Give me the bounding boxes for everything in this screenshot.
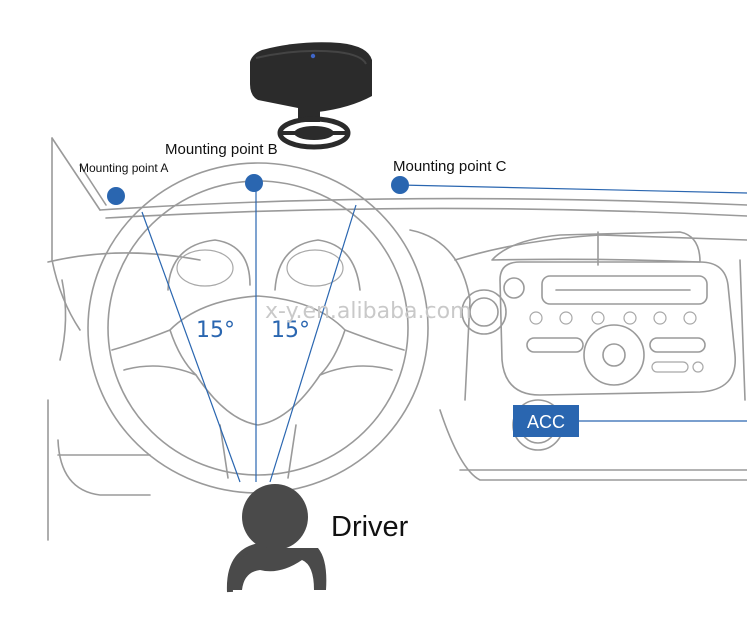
acc-badge: ACC xyxy=(513,405,579,437)
acc-label: ACC xyxy=(527,412,565,432)
mounting-point-a-label: Mounting point A xyxy=(79,161,168,175)
angle-right-label: 15° xyxy=(271,318,310,343)
fov-left-line xyxy=(141,211,241,483)
watermark-text: x-y.en.alibaba.com xyxy=(265,299,472,324)
mounting-point-b-label: Mounting point B xyxy=(165,141,278,158)
mounting-point-c-marker xyxy=(391,176,409,194)
mounting-point-a-marker xyxy=(107,187,125,205)
fov-right-line xyxy=(269,204,357,483)
dashcam-device-icon xyxy=(250,42,372,150)
mounting-point-c: Mounting point C xyxy=(391,158,507,194)
driver-label: Driver xyxy=(331,511,409,543)
angle-left-label: 15° xyxy=(196,318,235,343)
mounting-point-c-label: Mounting point C xyxy=(393,158,507,175)
mounting-point-b-marker xyxy=(245,174,263,192)
mounting-point-b: Mounting point B xyxy=(165,141,278,192)
driver-icon xyxy=(226,484,327,593)
steering-wheel xyxy=(87,162,429,494)
mounting-c-leader-line xyxy=(399,184,747,194)
fov-lines xyxy=(141,184,747,483)
mounting-point-a: Mounting point A xyxy=(79,161,168,205)
